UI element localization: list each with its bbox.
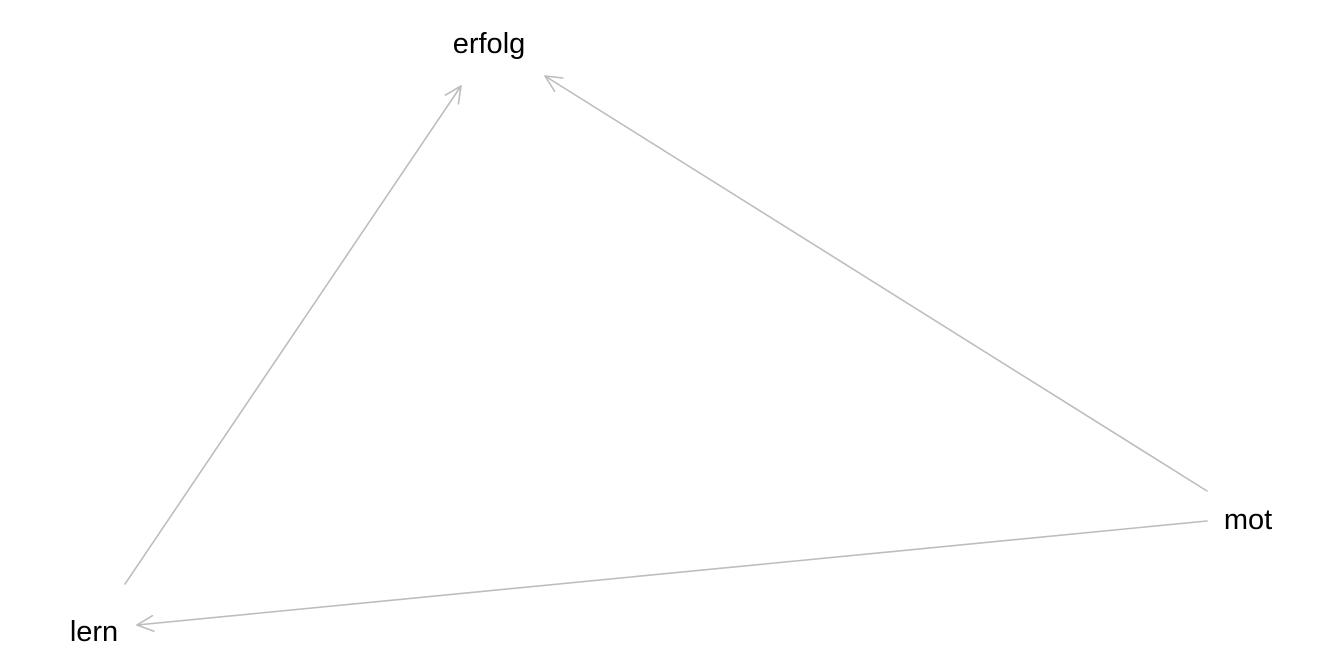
node-lern-label: lern (70, 616, 118, 648)
edge-lern-to-erfolg (124, 85, 462, 585)
arrowhead-icon (544, 75, 564, 93)
edge-line (544, 75, 1208, 492)
edges-layer (124, 75, 1208, 633)
edge-mot-to-erfolg (544, 75, 1208, 492)
node-erfolg-label: erfolg (453, 28, 526, 60)
arrowhead-icon (444, 85, 462, 105)
edge-mot-to-lern (136, 520, 1208, 633)
arrowhead-icon (136, 614, 155, 633)
edge-line (124, 85, 462, 585)
node-mot-label: mot (1224, 504, 1272, 536)
edge-line (136, 520, 1208, 626)
